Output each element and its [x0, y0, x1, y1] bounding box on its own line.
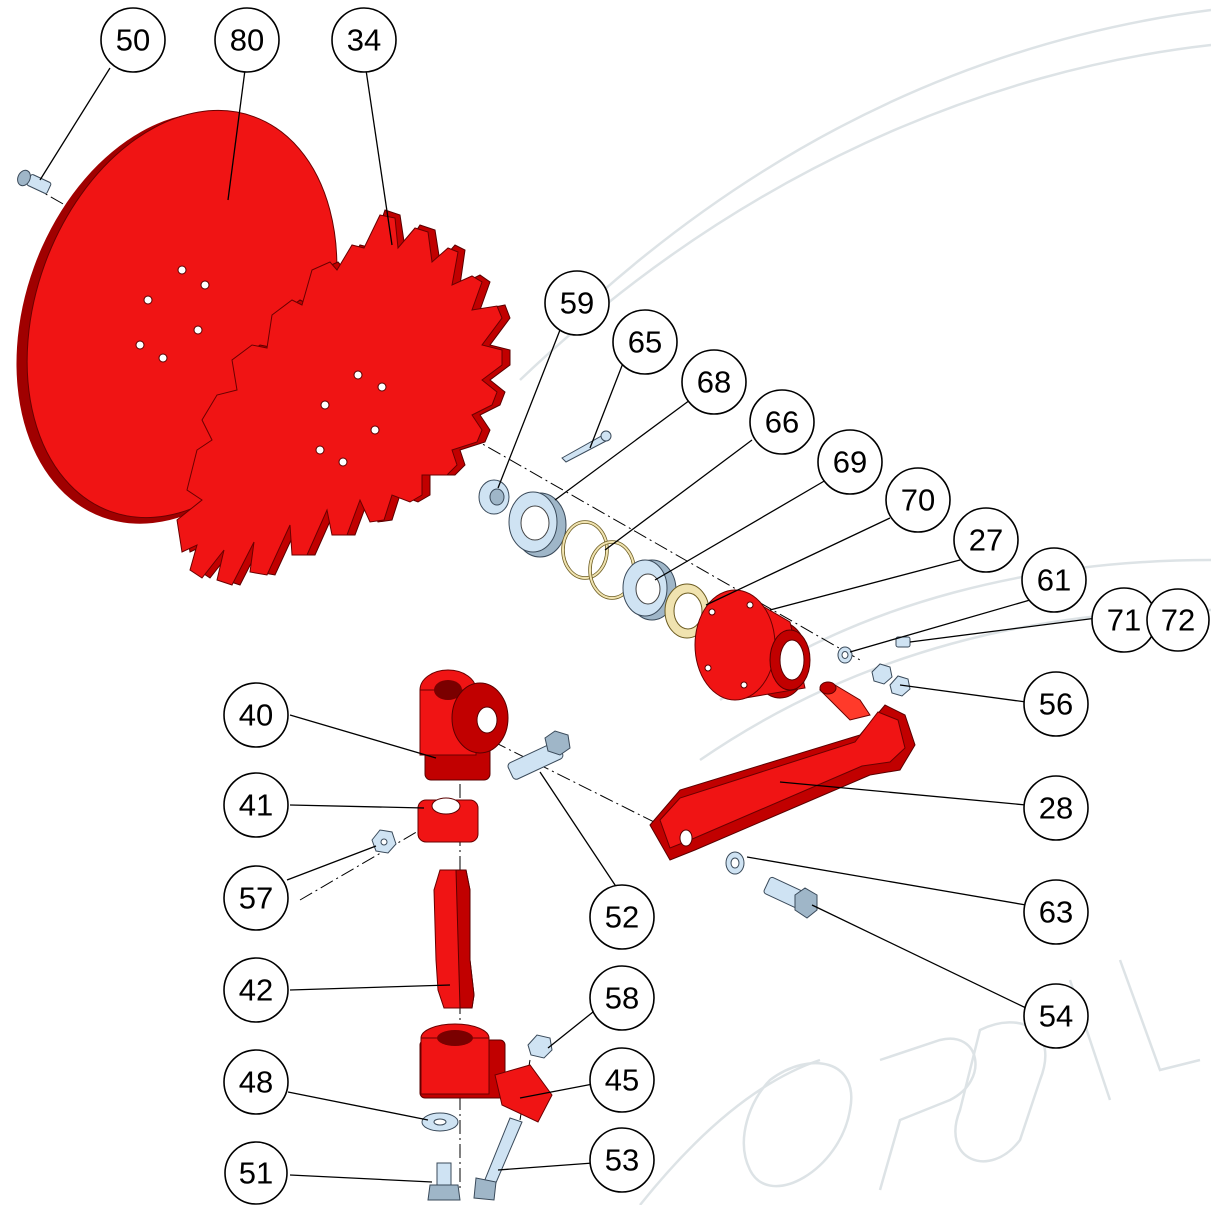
- washer-63: [725, 851, 745, 875]
- callout-72-label: 72: [1161, 603, 1195, 638]
- bolt-54: [763, 876, 818, 919]
- gear-bracket-40: [419, 669, 509, 781]
- callout-56: 56: [1023, 671, 1089, 737]
- callout-28: 28: [1023, 775, 1089, 841]
- nut-56b: [889, 675, 911, 697]
- callout-59-label: 59: [560, 286, 594, 321]
- callout-50: 50: [100, 7, 166, 73]
- callout-72: 72: [1146, 588, 1210, 652]
- callout-68-label: 68: [697, 365, 731, 400]
- callout-28-label: 28: [1039, 791, 1073, 826]
- castle-nut-59: [478, 479, 510, 515]
- callout-42-label: 42: [239, 973, 273, 1008]
- callout-54-label: 54: [1039, 999, 1073, 1034]
- callout-63-label: 63: [1039, 895, 1073, 930]
- callout-71-label: 71: [1107, 603, 1141, 638]
- callout-48: 48: [223, 1049, 289, 1115]
- callout-65: 65: [612, 309, 678, 375]
- callout-40-label: 40: [239, 698, 273, 733]
- callout-45-label: 45: [605, 1063, 639, 1098]
- washer-48: [421, 1112, 459, 1132]
- callout-57-label: 57: [239, 881, 273, 916]
- bolt-50: [17, 169, 52, 194]
- callout-48-label: 48: [239, 1065, 273, 1100]
- callout-51: 51: [224, 1141, 288, 1205]
- base-bracket-45: [419, 1023, 553, 1123]
- callout-52-label: 52: [605, 900, 639, 935]
- callout-41: 41: [223, 772, 289, 838]
- callout-69-label: 69: [833, 445, 867, 480]
- callout-27: 27: [953, 507, 1019, 573]
- bolt-53: [473, 1117, 523, 1201]
- callout-80: 80: [214, 7, 280, 73]
- callout-66-label: 66: [765, 405, 799, 440]
- bearing-68: [508, 491, 567, 558]
- callout-50-label: 50: [116, 23, 150, 58]
- callout-34: 34: [331, 7, 397, 73]
- callout-41-label: 41: [239, 788, 273, 823]
- callout-70-label: 70: [901, 483, 935, 518]
- callout-56-label: 56: [1039, 687, 1073, 722]
- nut-58: [527, 1034, 553, 1059]
- callout-68: 68: [681, 349, 747, 415]
- callout-42: 42: [223, 957, 289, 1023]
- watermark-text: OPALL: [1160, 1112, 1192, 1123]
- nut-57: [371, 829, 397, 854]
- callout-57: 57: [223, 865, 289, 931]
- callout-54: 54: [1023, 983, 1089, 1049]
- callout-45: 45: [589, 1047, 655, 1113]
- nut-56a: [871, 663, 893, 685]
- callout-53: 53: [589, 1127, 655, 1193]
- callout-27-label: 27: [969, 523, 1003, 558]
- clamp-41: [417, 797, 479, 843]
- shaft-42: [433, 869, 475, 1009]
- callout-59: 59: [544, 270, 610, 336]
- callout-34-label: 34: [347, 23, 381, 58]
- callout-69: 69: [817, 429, 883, 495]
- callout-80-label: 80: [230, 23, 264, 58]
- snap-ring-66a: [561, 520, 609, 580]
- pin-52: [507, 730, 571, 780]
- notched-disc: [176, 209, 511, 586]
- callout-70: 70: [885, 467, 951, 533]
- split-pin-65: [561, 430, 612, 463]
- leader-lines: [39, 67, 1098, 1183]
- bolt-51: [427, 1162, 461, 1201]
- washer-61: [837, 646, 853, 664]
- callout-65-label: 65: [628, 325, 662, 360]
- callout-63: 63: [1023, 879, 1089, 945]
- callout-66: 66: [749, 389, 815, 455]
- callout-53-label: 53: [605, 1143, 639, 1178]
- callout-52: 52: [589, 884, 655, 950]
- callout-58: 58: [589, 965, 655, 1031]
- callout-58-label: 58: [605, 981, 639, 1016]
- hub-27: [694, 589, 811, 701]
- callout-71: 71: [1091, 587, 1157, 653]
- callout-51-label: 51: [239, 1156, 273, 1191]
- callout-61: 61: [1021, 547, 1087, 613]
- callout-61-label: 61: [1037, 563, 1071, 598]
- callout-40: 40: [223, 682, 289, 748]
- arm-28: [649, 681, 916, 861]
